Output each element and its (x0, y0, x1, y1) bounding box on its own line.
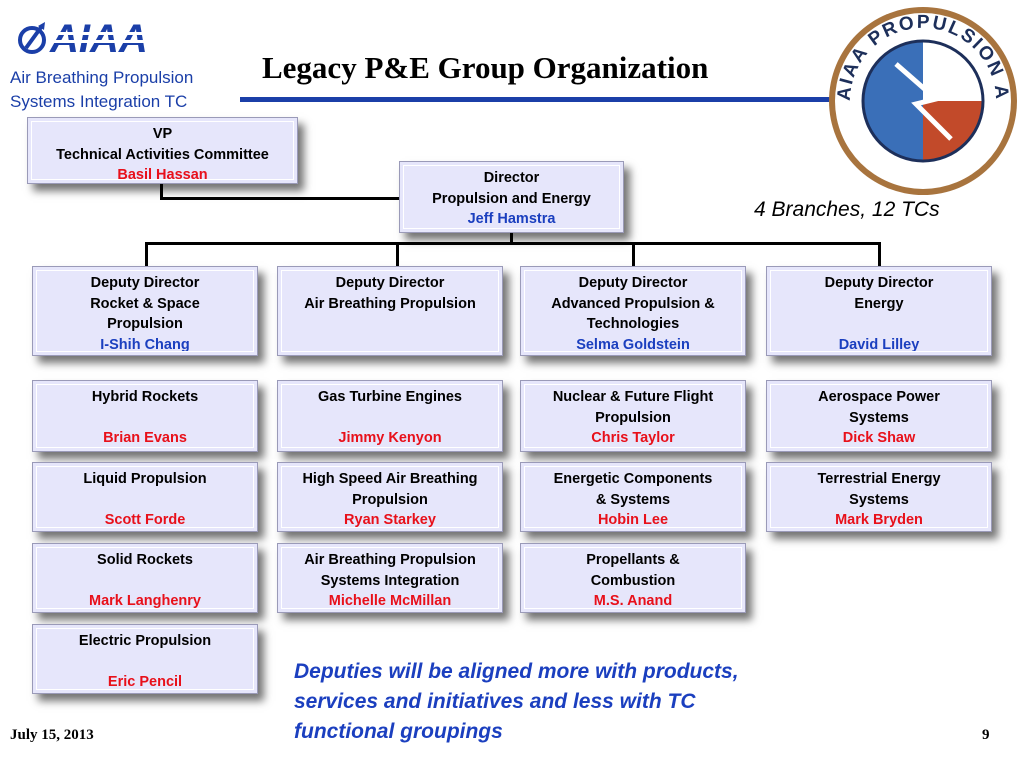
header-rule (240, 97, 830, 102)
footer-date: July 15, 2013 (10, 727, 94, 743)
deputy-box-advanced-propulsion: Deputy Director Advanced Propulsion & Te… (520, 266, 746, 356)
branch-drop-1 (145, 242, 148, 268)
deputy-role: Deputy Director (335, 275, 445, 291)
deputy-role: Deputy Director (578, 275, 688, 291)
tc-name: Liquid Propulsion (83, 471, 207, 487)
branch-drop-2 (396, 242, 399, 268)
tc-chair: Jimmy Kenyon (338, 430, 442, 446)
tc-name-line2: Propulsion (352, 491, 428, 508)
director-box: Director Propulsion and Energy Jeff Hams… (399, 161, 624, 233)
deputy-name: David Lilley (838, 336, 920, 353)
deputy-branch-line2: Propulsion (107, 316, 183, 332)
vp-role: VP (152, 126, 173, 142)
tc-box-high-speed-air-breathing: High Speed Air Breathing Propulsion Ryan… (277, 462, 503, 532)
deputy-box-air-breathing: Deputy Director Air Breathing Propulsion (277, 266, 503, 356)
tc-name: Propellants & (586, 552, 680, 568)
tc-name: Electric Propulsion (78, 633, 212, 649)
tc-name-line2: Systems (849, 491, 909, 508)
vp-committee: Technical Activities Committee (56, 146, 269, 163)
tc-chair: Ryan Starkey (344, 512, 436, 528)
tc-name-line2: Propulsion (595, 409, 671, 426)
tc-chair: Chris Taylor (591, 430, 675, 446)
deputy-branch-line1: Air Breathing Propulsion (304, 295, 476, 312)
deputy-branch-line1: Rocket & Space (90, 295, 200, 312)
tc-chair: Mark Langhenry (89, 593, 201, 609)
director-role: Director (483, 170, 540, 186)
vp-connector-h (160, 197, 400, 200)
tc-box-abp-systems-integration: Air Breathing Propulsion Systems Integra… (277, 543, 503, 613)
tc-chair: Brian Evans (103, 430, 187, 446)
deputy-role: Deputy Director (90, 275, 200, 291)
vp-box: VP Technical Activities Committee Basil … (27, 117, 298, 184)
page-title: Legacy P&E Group Organization (262, 50, 709, 85)
tc-name: Nuclear & Future Flight (552, 389, 714, 405)
tc-name-line2: Systems Integration (320, 572, 460, 589)
tc-name: Hybrid Rockets (91, 389, 199, 405)
tc-name-line2: Systems (849, 409, 909, 426)
tc-chair: Michelle McMillan (328, 593, 452, 609)
branch-connector-h (145, 242, 881, 245)
deputies-note: Deputies will be aligned more with produ… (294, 660, 739, 743)
tc-name: High Speed Air Breathing (302, 471, 478, 487)
tc-box-nuclear-future-flight: Nuclear & Future Flight Propulsion Chris… (520, 380, 746, 452)
director-name: Jeff Hamstra (467, 211, 556, 227)
tc-box-energetic-components: Energetic Components & Systems Hobin Lee (520, 462, 746, 532)
branch-drop-4 (878, 242, 881, 268)
tc-box-electric-propulsion: Electric Propulsion Eric Pencil (32, 624, 258, 694)
tc-name: Aerospace Power (818, 389, 940, 405)
tc-box-hybrid-rockets: Hybrid Rockets Brian Evans (32, 380, 258, 452)
org-name-line2: Systems Integration TC (10, 92, 188, 111)
deputy-role: Deputy Director (824, 275, 934, 291)
tc-chair: Eric Pencil (107, 674, 183, 690)
org-name-line1: Air Breathing Propulsion (10, 68, 194, 87)
deputy-branch-line1: Advanced Propulsion & (551, 295, 715, 312)
branch-drop-3 (632, 242, 635, 268)
deputy-name: Selma Goldstein (576, 336, 690, 353)
propulsion-energy-emblem: AIAA PROPULSION AND ENERGY GROUP (826, 4, 1017, 195)
tc-chair: Mark Bryden (835, 512, 923, 528)
tc-box-propellants-combustion: Propellants & Combustion M.S. Anand (520, 543, 746, 613)
tc-box-gas-turbine: Gas Turbine Engines Jimmy Kenyon (277, 380, 503, 452)
tc-chair: Dick Shaw (842, 430, 916, 446)
deputy-box-energy: Deputy Director Energy David Lilley (766, 266, 992, 356)
tc-box-liquid-propulsion: Liquid Propulsion Scott Forde (32, 462, 258, 532)
tc-box-terrestrial-energy: Terrestrial Energy Systems Mark Bryden (766, 462, 992, 532)
tc-name: Solid Rockets (97, 552, 193, 568)
branches-note: 4 Branches, 12 TCs (754, 198, 940, 221)
vp-connector-v (160, 184, 163, 200)
svg-text:AIAA: AIAA (49, 17, 148, 60)
tc-box-solid-rockets: Solid Rockets Mark Langhenry (32, 543, 258, 613)
tc-name: Energetic Components (553, 471, 713, 487)
deputy-name: I-Shih Chang (100, 336, 190, 353)
tc-chair: Scott Forde (104, 512, 186, 528)
director-connector-v (510, 233, 513, 244)
aiaa-logo: AIAA (18, 17, 182, 60)
tc-name: Gas Turbine Engines (318, 389, 462, 405)
tc-chair: Hobin Lee (597, 512, 669, 528)
page-number: 9 (982, 727, 990, 743)
tc-name: Air Breathing Propulsion (304, 552, 476, 568)
tc-box-aerospace-power: Aerospace Power Systems Dick Shaw (766, 380, 992, 452)
tc-chair: M.S. Anand (593, 593, 673, 609)
tc-name: Terrestrial Energy (817, 471, 941, 487)
tc-name-line2: & Systems (595, 491, 671, 508)
tc-name-line2: Combustion (590, 572, 676, 589)
vp-name: Basil Hassan (117, 167, 208, 183)
deputy-branch-line1: Energy (854, 295, 904, 312)
director-group: Propulsion and Energy (432, 190, 591, 207)
deputy-box-rocket-space: Deputy Director Rocket & Space Propulsio… (32, 266, 258, 356)
deputy-branch-line2: Technologies (586, 316, 680, 332)
